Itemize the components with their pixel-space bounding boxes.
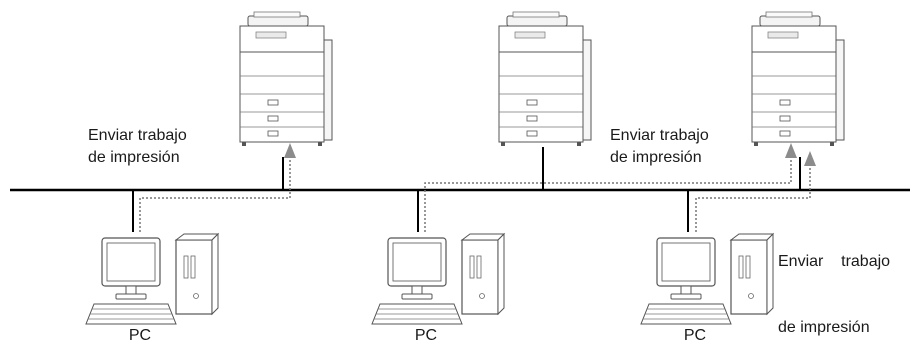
arrow-up-icon — [284, 143, 296, 158]
print-job-label-line2: de impresión — [88, 149, 180, 166]
printer-icon — [498, 11, 592, 147]
printer-icon — [239, 11, 333, 147]
print-job-label-right: Enviar trabajo de impresión — [778, 207, 890, 361]
arrow-up-icon — [785, 143, 797, 158]
print-path-center — [424, 150, 792, 232]
print-path-right — [695, 158, 811, 232]
print-job-label-center: Enviar trabajo de impresión — [610, 125, 709, 169]
print-job-label-left: Enviar trabajo de impresión — [88, 125, 187, 169]
computer-icon — [85, 233, 219, 325]
pc-label-right: PC — [683, 327, 707, 344]
pc-label-left: PC — [128, 327, 152, 344]
print-job-label-line1: Enviar trabajo — [610, 127, 709, 144]
computer-icon — [640, 233, 774, 325]
computer-icon — [371, 233, 505, 325]
print-job-label-line2: de impresión — [610, 149, 702, 166]
pc-label-center: PC — [414, 327, 438, 344]
printer-icon — [751, 11, 845, 147]
arrow-up-icon — [804, 151, 816, 166]
print-path-left — [139, 150, 291, 232]
network-diagram — [10, 11, 910, 325]
print-job-label-line1: Enviar trabajo — [778, 253, 891, 270]
print-job-label-line2: de impresión — [778, 319, 870, 336]
print-job-label-line1: Enviar trabajo — [88, 127, 187, 144]
